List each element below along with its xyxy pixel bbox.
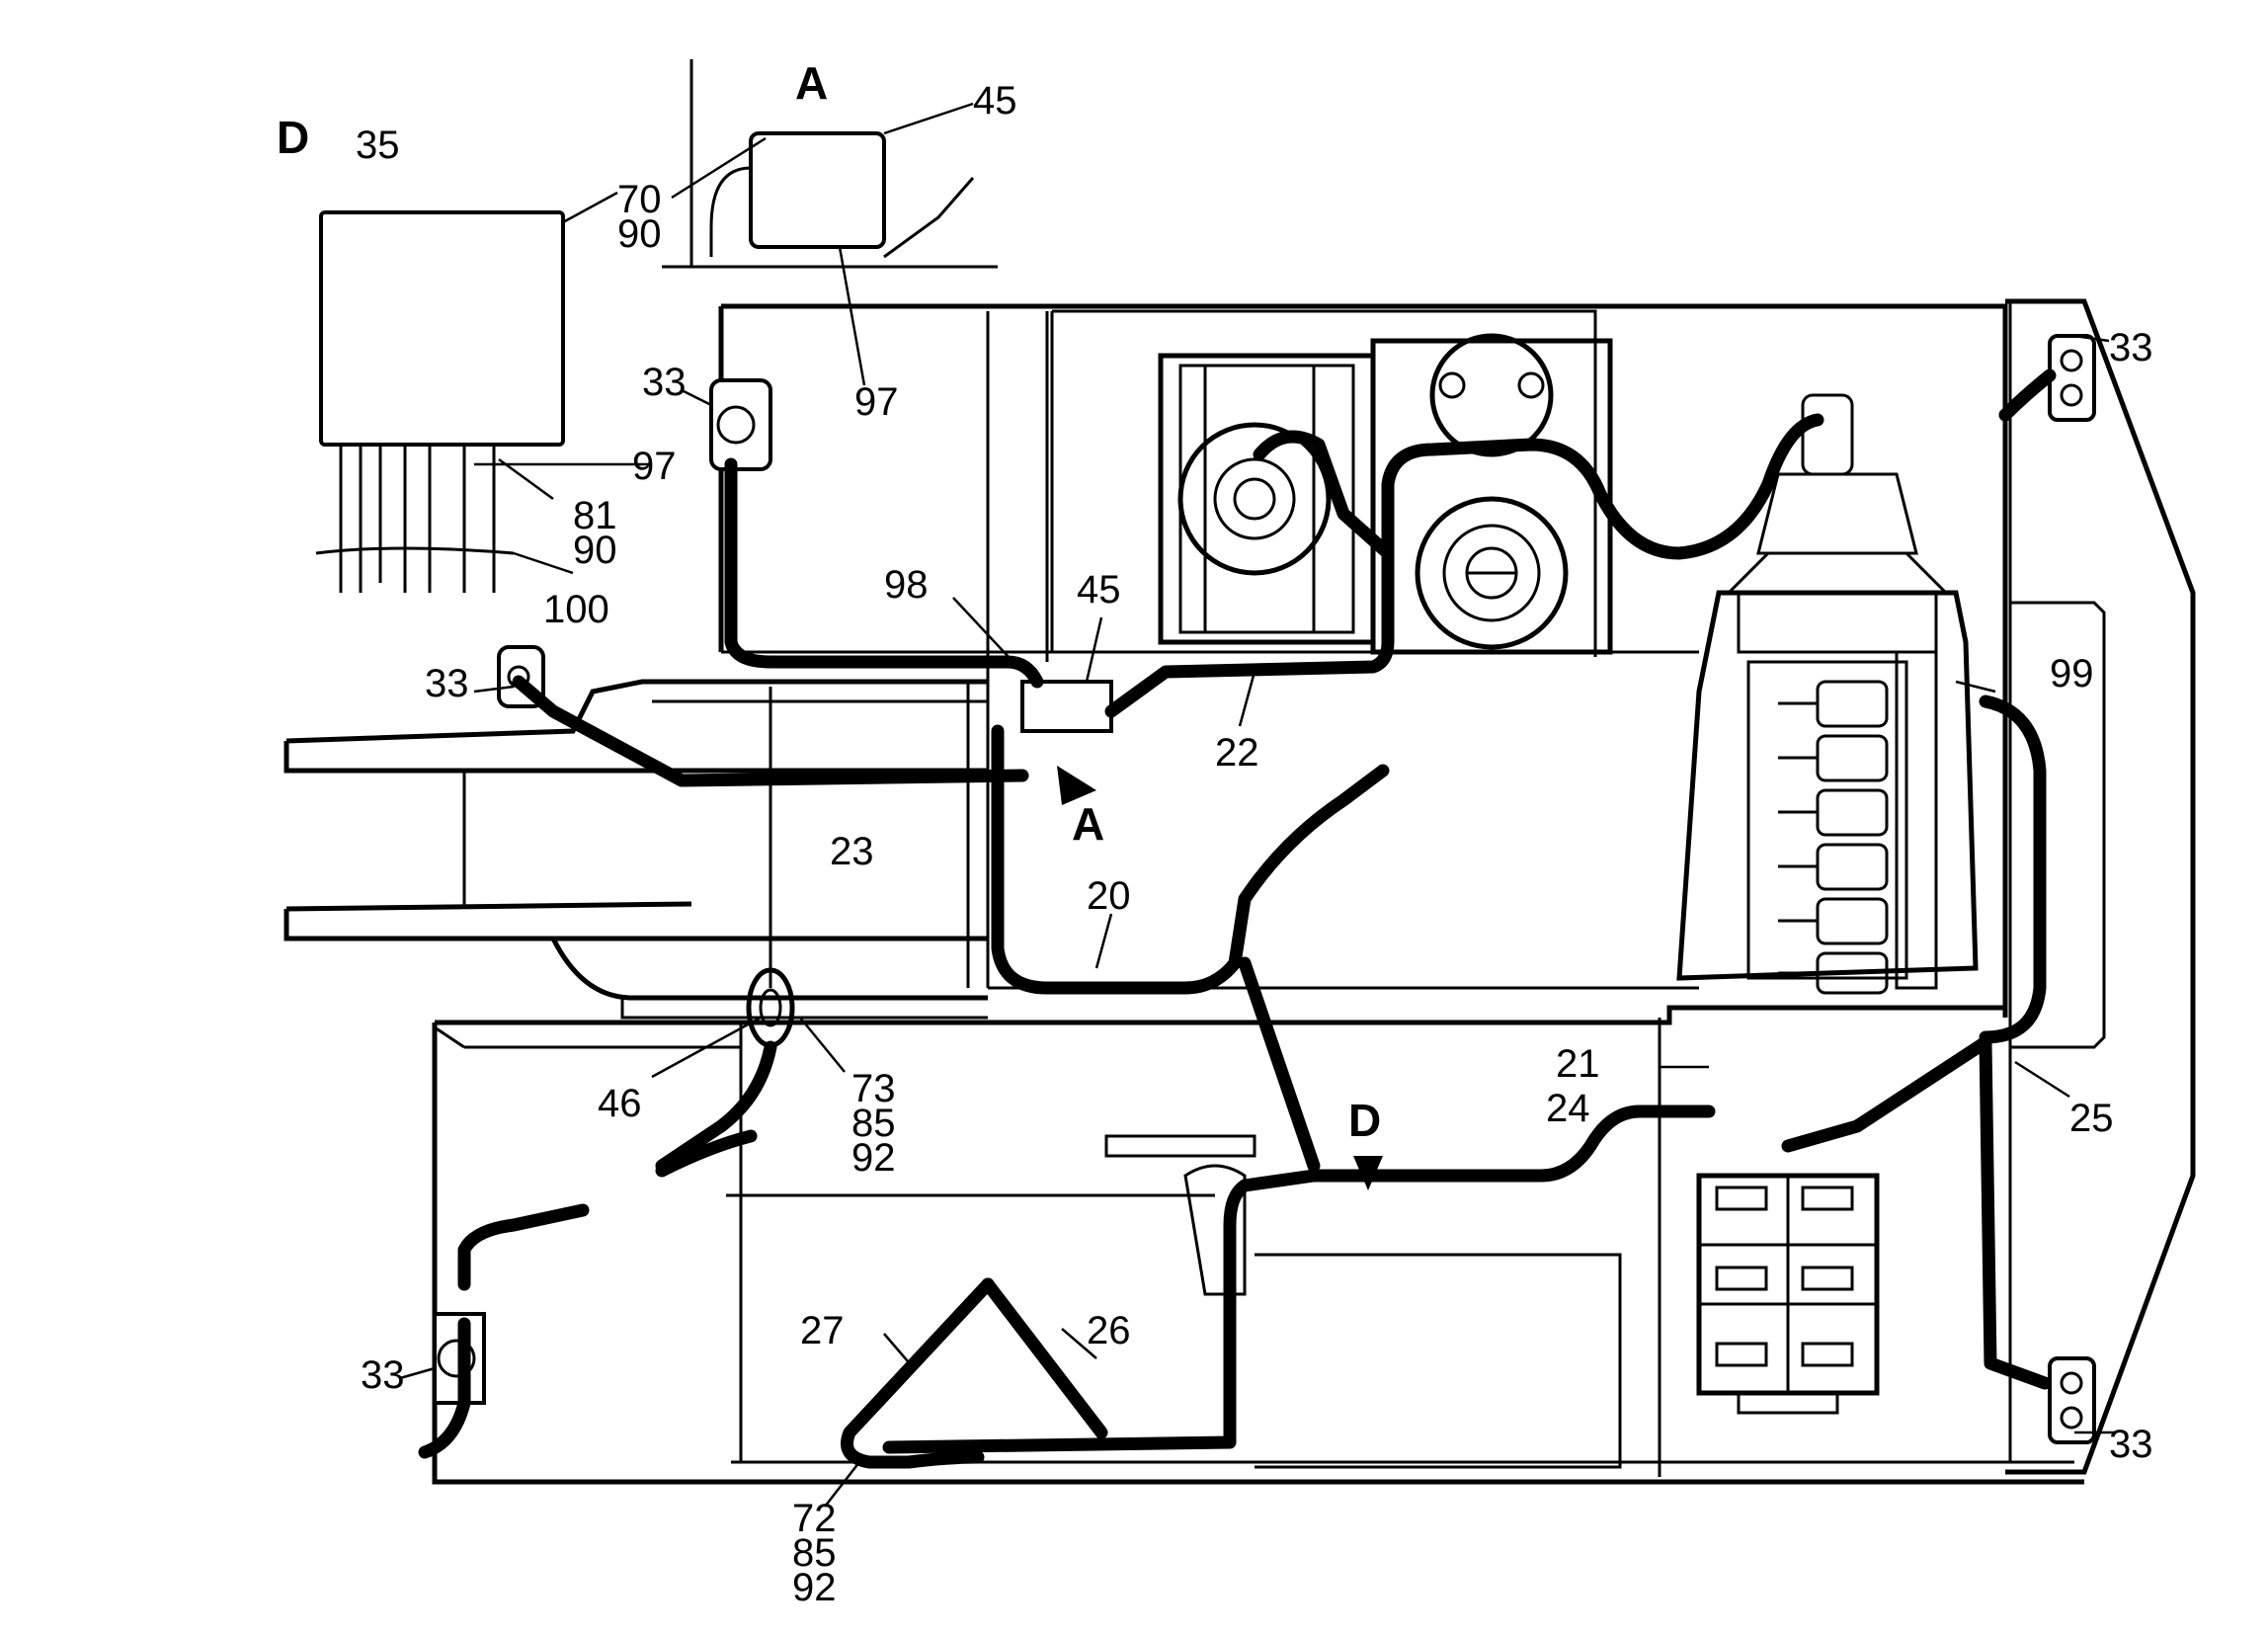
view-label-A-arrow: A (1072, 798, 1104, 850)
callout-72: 72 (792, 1497, 837, 1540)
callout-90-side: 90 (573, 529, 617, 572)
callout-33-bottomleft: 33 (361, 1353, 405, 1397)
callout-45-top: 45 (973, 79, 1017, 123)
callout-22: 22 (1215, 731, 1259, 775)
work-light-top-left (709, 378, 772, 471)
work-light-top-right (2048, 334, 2096, 422)
inset-D (315, 210, 565, 593)
callout-35: 35 (356, 123, 400, 167)
callout-33-topright: 33 (2109, 326, 2153, 369)
callout-85-mid: 85 (851, 1102, 896, 1145)
callout-92-mid: 92 (851, 1136, 896, 1180)
view-arrow-A (1057, 766, 1096, 805)
callout-97-top: 97 (854, 380, 899, 424)
callout-46: 46 (598, 1082, 642, 1125)
callout-45-mid: 45 (1077, 568, 1121, 612)
callout-100: 100 (543, 588, 609, 631)
callout-20: 20 (1087, 874, 1131, 918)
callout-97-side: 97 (632, 445, 677, 488)
leader-lines (399, 102, 2114, 1508)
callout-26: 26 (1087, 1309, 1131, 1352)
engine-block (1676, 393, 1979, 995)
callout-33-bottomright: 33 (2109, 1423, 2153, 1466)
callout-73: 73 (851, 1067, 896, 1110)
inset-A (662, 59, 998, 269)
callout-92-bottom: 92 (792, 1566, 837, 1609)
junction-box-45 (1020, 680, 1113, 733)
view-label-D-arrow: D (1348, 1095, 1381, 1146)
callout-23: 23 (830, 830, 874, 873)
callout-33-topleft: 33 (642, 361, 687, 404)
view-label-D-top: D (277, 112, 309, 163)
callout-33-boom: 33 (425, 662, 469, 705)
callout-90-top: 90 (617, 212, 662, 256)
callout-85-bottom: 85 (792, 1531, 837, 1575)
callout-70: 70 (617, 178, 662, 221)
view-label-A-top: A (795, 57, 828, 109)
callout-27: 27 (800, 1309, 845, 1352)
work-light-bottom-right (2048, 1356, 2096, 1444)
pump-assembly (1158, 333, 1613, 655)
callout-98: 98 (884, 563, 929, 607)
batteries (1696, 1173, 1880, 1415)
callout-25: 25 (2069, 1097, 2114, 1140)
callout-81: 81 (573, 494, 617, 537)
callout-99: 99 (2050, 652, 2094, 695)
callout-21: 21 (1556, 1042, 1600, 1086)
view-arrow-D (1353, 1156, 1383, 1190)
cable-harness (418, 368, 2057, 1469)
callout-24: 24 (1546, 1087, 1590, 1130)
engine-cylinders (1778, 680, 1889, 995)
